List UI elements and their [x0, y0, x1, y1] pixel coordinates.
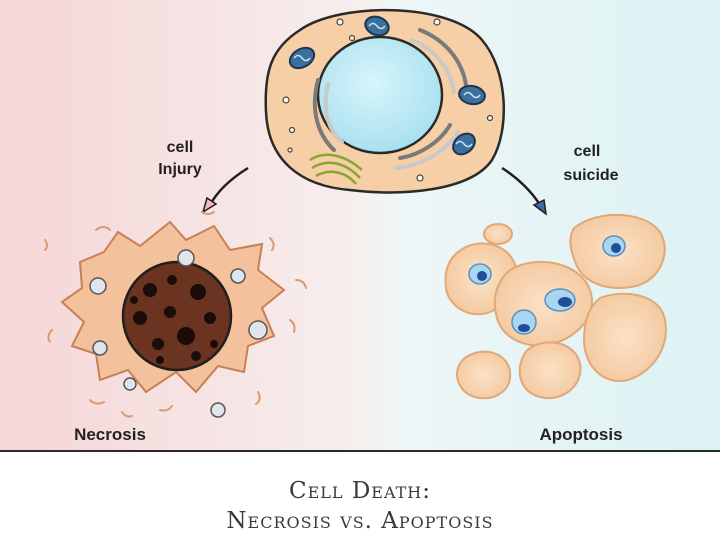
apoptotic-body	[456, 350, 512, 400]
healthy-cell	[264, 8, 506, 194]
apoptotic-body	[582, 292, 667, 382]
apoptotic-body	[483, 223, 513, 245]
arrow-down-left-icon	[201, 166, 249, 214]
fragmented-chromatin	[130, 275, 218, 364]
figure-caption: Cell Death: Necrosis vs. Apoptosis	[0, 456, 720, 540]
cell-death-diagram: cell Injury cell suicide	[0, 0, 720, 452]
caption-line1: Cell Death:	[288, 478, 431, 504]
vesicles	[282, 18, 494, 182]
arrow-down-right-icon	[501, 166, 547, 216]
condensed-nuclear-fragments	[468, 235, 626, 335]
healthy-nucleus	[316, 35, 444, 155]
mitochondria	[288, 15, 486, 156]
apoptosis-label: Apoptosis	[539, 425, 622, 444]
necrosis-label: Necrosis	[74, 425, 146, 444]
caption-line2: Necrosis vs. Apoptosis	[226, 508, 494, 534]
injury-label-line1: cell	[167, 139, 194, 156]
golgi-apparatus	[309, 153, 363, 185]
necrotic-cell	[44, 211, 307, 418]
debris-fragments	[44, 211, 307, 418]
injury-label-line2: Injury	[158, 161, 202, 178]
suicide-label-line2: suicide	[563, 167, 618, 184]
endoplasmic-reticulum	[312, 28, 468, 170]
damaged-organelles	[89, 249, 268, 418]
suicide-label-line1: cell	[574, 143, 601, 160]
apoptotic-body	[518, 341, 582, 400]
